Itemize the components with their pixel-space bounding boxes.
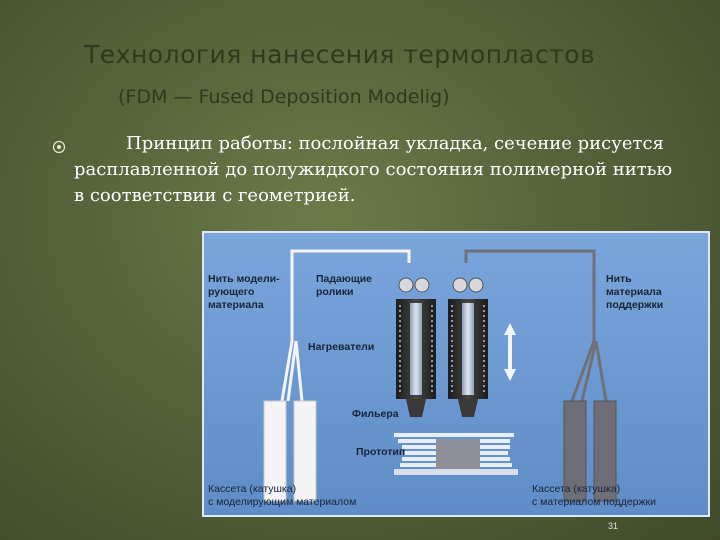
- label-model-cassette: Кассета (катушка) с моделирующим материа…: [208, 483, 357, 508]
- support-cassette-right: [593, 400, 617, 502]
- support-cassette-left: [563, 400, 587, 502]
- label-support-cassette: Кассета (катушка) с материалом поддержки: [532, 483, 657, 508]
- label-heaters: Нагреватели: [308, 341, 375, 353]
- heater-right: [448, 299, 488, 399]
- nozzle-left: [406, 399, 426, 417]
- support-filament-path: [464, 249, 608, 402]
- slide-subtitle: (FDM — Fused Deposition Modelig): [118, 86, 450, 108]
- model-cassette-left: [263, 400, 287, 502]
- label-support-filament: Нить материала поддержки: [606, 273, 664, 311]
- heater-left: [396, 299, 436, 399]
- nozzle-right: [458, 399, 478, 417]
- slide-title: Технология нанесения термопластов: [84, 40, 596, 69]
- circle-dot-bullet-icon: [52, 140, 66, 154]
- feed-rollers-right: [452, 277, 484, 293]
- prototype-layers: [394, 433, 518, 475]
- model-filament-path: [280, 249, 411, 402]
- page-number: 31: [608, 521, 619, 531]
- vertical-motion-arrow: [504, 323, 516, 381]
- body-paragraph: Принцип работы: послойная укладка, сечен…: [74, 133, 673, 206]
- label-feed-rollers: Падающие ролики: [316, 273, 373, 298]
- feed-rollers-left: [398, 277, 430, 293]
- label-model-filament: Нить модели- рующего материала: [208, 273, 280, 311]
- label-nozzle: Фильера: [352, 408, 399, 420]
- fdm-diagram: Нить модели- рующего материала Падающие …: [202, 231, 710, 517]
- model-cassette-right: [293, 400, 317, 502]
- label-prototype: Прототип: [356, 446, 406, 458]
